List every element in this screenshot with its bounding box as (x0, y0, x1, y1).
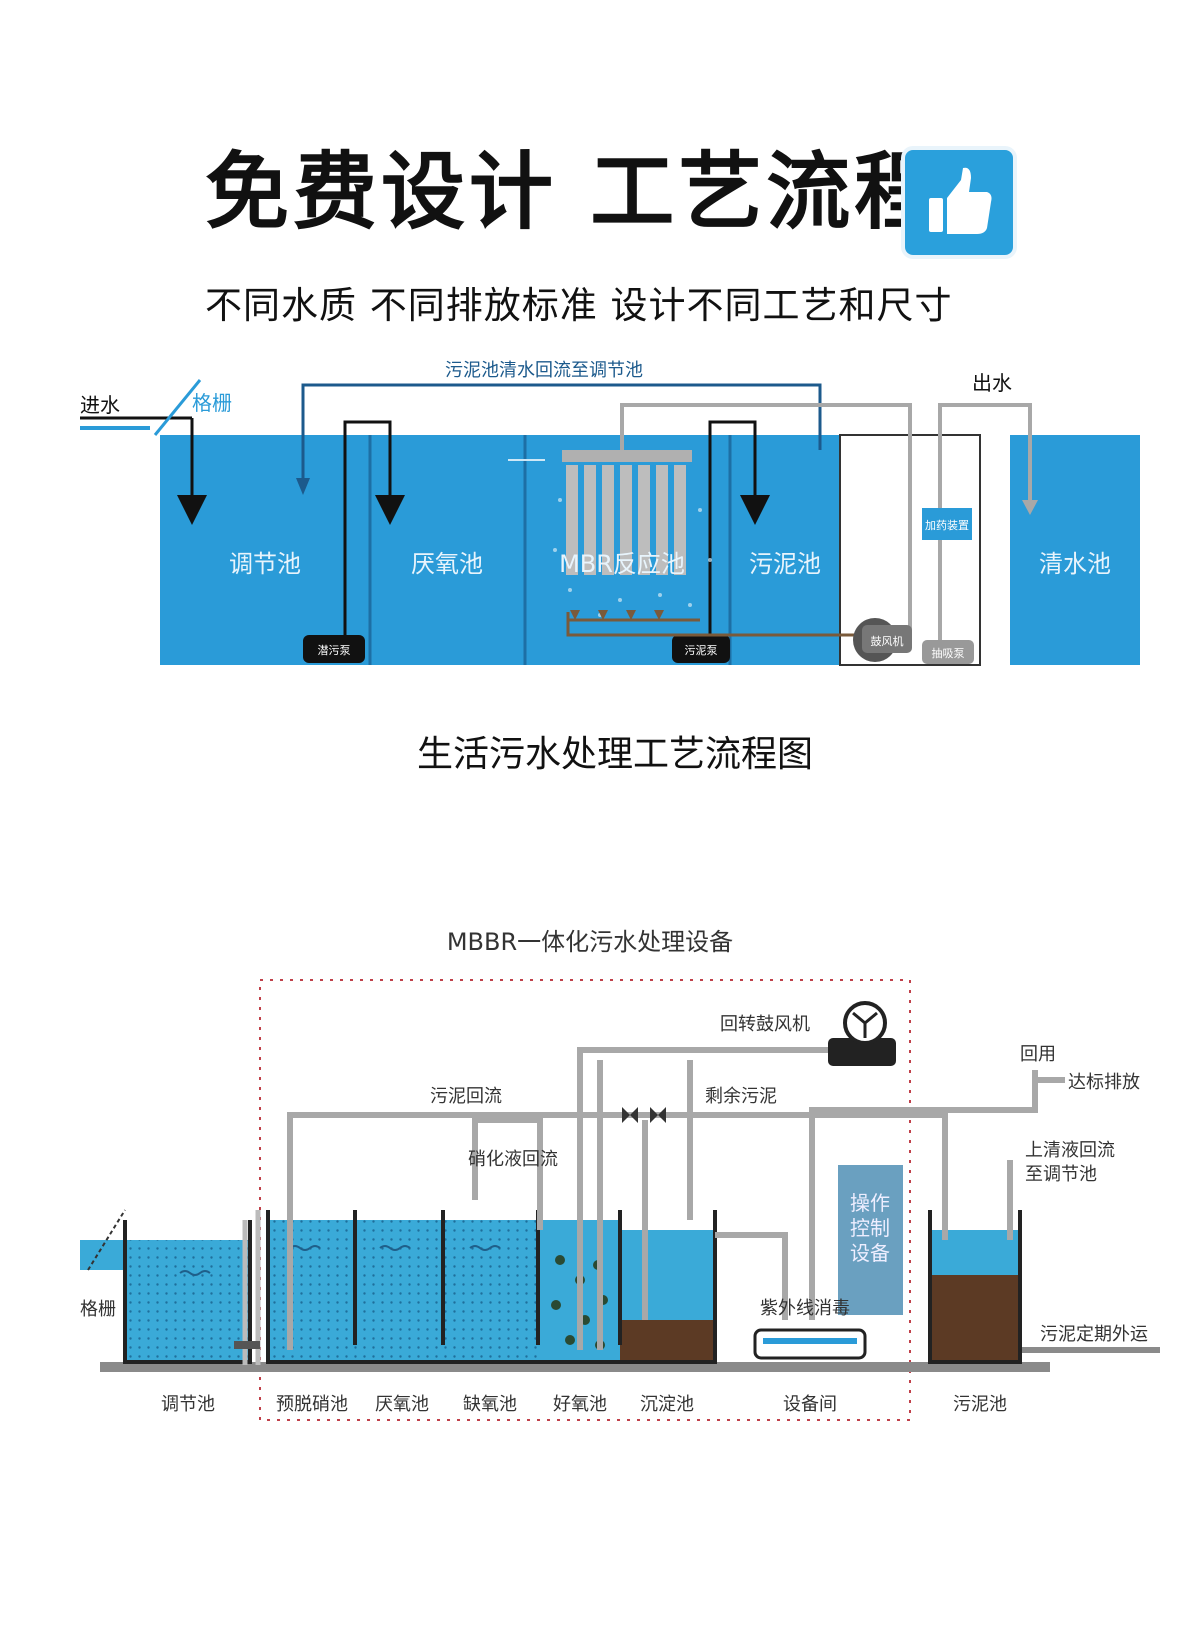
dosing-label: 加药装置 (925, 519, 969, 532)
label-anaerobic: 厌氧池 (375, 1394, 429, 1415)
label-predenitrify: 预脱硝池 (276, 1394, 348, 1415)
sludge-pump-label: 污泥泵 (685, 644, 718, 657)
discharge-label: 达标排放 (1068, 1072, 1140, 1093)
submersible-pump-label: 潜污泵 (318, 643, 351, 657)
control-line-3: 设备 (850, 1241, 890, 1265)
outlet-label: 出水 (972, 371, 1012, 395)
mbbr-title: MBBR一体化污水处理设备 (447, 928, 733, 956)
label-equipment-room: 设备间 (783, 1394, 837, 1415)
tank-anaerobic (370, 435, 525, 665)
label-settling: 沉淀池 (640, 1394, 694, 1415)
tank-label-clean: 清水池 (1039, 550, 1111, 578)
subtitle: 不同水质 不同排放标准 设计不同工艺和尺寸 (205, 284, 953, 327)
reuse-label: 回用 (1020, 1044, 1056, 1065)
headline: 免费设计 工艺流程 (205, 143, 943, 241)
inlet-label: 进水 (80, 393, 120, 417)
excess-sludge-label: 剩余污泥 (705, 1086, 777, 1107)
control-line-2: 控制 (850, 1216, 890, 1240)
tank-adjust (160, 435, 370, 665)
submersible-pump (303, 635, 365, 663)
return-label: 污泥池清水回流至调节池 (445, 360, 643, 381)
label-adjust: 调节池 (161, 1394, 215, 1415)
tank-label-adjust: 调节池 (229, 550, 301, 578)
process-diagram-2: MBBR一体化污水处理设备 (80, 928, 1160, 1421)
tank-sludge (730, 435, 840, 665)
sludge-out-label: 污泥定期外运 (1040, 1324, 1148, 1345)
suction-pump-label: 抽吸泵 (932, 646, 965, 660)
rotary-blower (828, 1038, 896, 1066)
control-line-1: 操作 (850, 1191, 890, 1215)
grille-label: 格栅 (192, 391, 232, 415)
uv-label: 紫外线消毒 (760, 1298, 850, 1319)
sludge-reflux-label: 污泥回流 (430, 1086, 502, 1107)
dosing-device (922, 508, 972, 540)
label-anoxic: 缺氧池 (463, 1394, 517, 1415)
supernatant-line-2: 至调节池 (1025, 1164, 1097, 1185)
equipment-boundary (259, 979, 911, 1421)
grille-label: 格栅 (80, 1299, 116, 1320)
control-equipment (838, 1165, 903, 1315)
blower-label: 回转鼓风机 (720, 1014, 810, 1035)
suction-pump (922, 640, 974, 664)
thumbs-up-icon (905, 150, 1013, 255)
tank-label-anaerobic: 厌氧池 (411, 550, 483, 578)
tank-label-sludge: 污泥池 (749, 550, 821, 578)
label-sludge: 污泥池 (953, 1394, 1007, 1415)
label-aerobic: 好氧池 (553, 1394, 607, 1415)
supernatant-line-1: 上清液回流 (1025, 1140, 1115, 1161)
diagram1-caption: 生活污水处理工艺流程图 (416, 734, 813, 775)
blower-label: 鼓风机 (871, 634, 904, 648)
tank-label-mbr: MBR反应池 (559, 550, 685, 578)
process-diagram-1: 进水 格栅 污泥池清水回流至调节池 出水 潜污泵 污泥泵 鼓风机 (80, 360, 1140, 666)
sludge-pump (672, 635, 730, 663)
nitrate-reflux-label: 硝化液回流 (468, 1149, 558, 1170)
